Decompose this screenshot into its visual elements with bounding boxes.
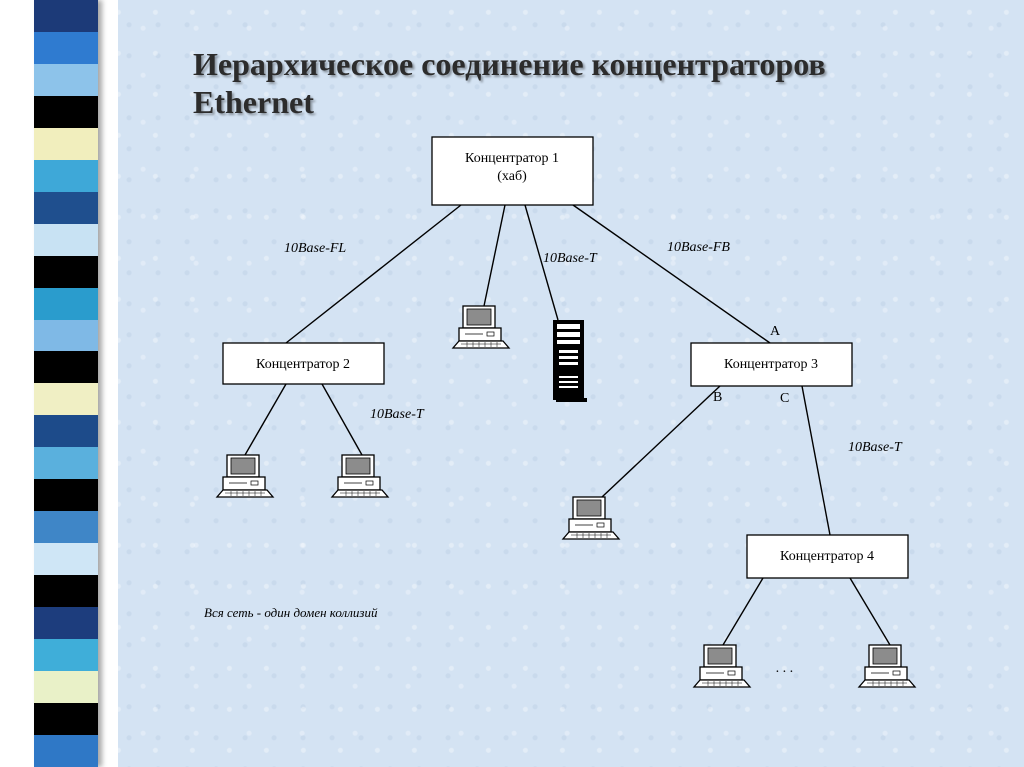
- cable-label-10base-fb: 10Base-FB: [667, 240, 730, 255]
- cable-label-10base-fl: 10Base-FL: [284, 241, 346, 256]
- stripe-band: [34, 607, 98, 640]
- collision-domain-note: Вся сеть - один домен коллизий: [204, 605, 378, 620]
- stripe-band: [34, 31, 98, 64]
- page-title: Иерархическое соединение концентраторов …: [193, 45, 953, 121]
- link-hub1-pc: [483, 204, 506, 307]
- link-hub1-server: [524, 204, 559, 321]
- stripe-band: [34, 383, 98, 416]
- hub-2: Концентратор 2: [222, 342, 385, 385]
- decorative-stripes: [34, 0, 98, 767]
- stripe-band: [34, 287, 98, 320]
- hub-4: Концентратор 4: [746, 534, 909, 579]
- stripe-band: [34, 575, 98, 608]
- link-hub1-hub2: [285, 204, 462, 344]
- hub-1: Концентратор 1 (хаб): [431, 136, 594, 206]
- stripe-band: [34, 702, 98, 735]
- ellipsis: . . .: [776, 661, 794, 676]
- stripe-band: [34, 351, 98, 384]
- hub-3-label: Концентратор 3: [724, 357, 818, 372]
- port-label-b: B: [713, 390, 722, 405]
- port-label-a: A: [770, 324, 781, 339]
- stripe-band: [34, 95, 98, 128]
- workstation-icon: [562, 496, 620, 540]
- link-hub4-pc1: [722, 577, 764, 646]
- link-hub3-pc: [601, 385, 721, 498]
- stripe-band: [34, 479, 98, 512]
- server-icon: [553, 320, 587, 402]
- stripe-band: [34, 0, 98, 32]
- stripe-band: [34, 734, 98, 767]
- stripe-band: [34, 511, 98, 544]
- link-hub1-hub3: [572, 204, 771, 344]
- left-decoration: [0, 0, 118, 767]
- stripe-band: [34, 543, 98, 576]
- cable-label-10base-t-hub2: 10Base-T: [370, 407, 425, 422]
- link-hub4-pc2: [849, 577, 891, 646]
- title-line-2: Ethernet: [193, 84, 314, 120]
- hub-1-sublabel: (хаб): [497, 169, 527, 184]
- workstation-icon: [452, 305, 510, 349]
- stripe-band: [34, 415, 98, 448]
- title-line-1: Иерархическое соединение концентраторов: [193, 46, 826, 82]
- hub-1-label: Концентратор 1: [465, 151, 559, 166]
- stripe-band: [34, 639, 98, 672]
- stripe-band: [34, 63, 98, 96]
- stripe-band: [34, 159, 98, 192]
- stripe-band: [34, 223, 98, 256]
- hub-3: Концентратор 3: [690, 342, 853, 387]
- stripe-band: [34, 671, 98, 703]
- stripe-band: [34, 319, 98, 352]
- workstation-icon: [331, 454, 389, 498]
- link-hub3-hub4: [801, 385, 831, 536]
- cable-label-10base-t-hub4: 10Base-T: [848, 440, 903, 455]
- stripe-band: [34, 191, 98, 224]
- workstation-icon: [858, 644, 916, 688]
- stripe-band: [34, 447, 98, 480]
- stripe-band: [34, 255, 98, 288]
- hub-2-label: Концентратор 2: [256, 357, 350, 372]
- link-hub2-pc2: [321, 383, 363, 456]
- link-hub2-pc1: [244, 383, 287, 456]
- workstation-icon: [216, 454, 274, 498]
- hub-4-label: Концентратор 4: [780, 549, 874, 564]
- cable-label-10base-t-hub1: 10Base-T: [543, 251, 598, 266]
- workstation-icon: [693, 644, 751, 688]
- port-label-c: C: [780, 391, 789, 406]
- stripe-band: [34, 127, 98, 160]
